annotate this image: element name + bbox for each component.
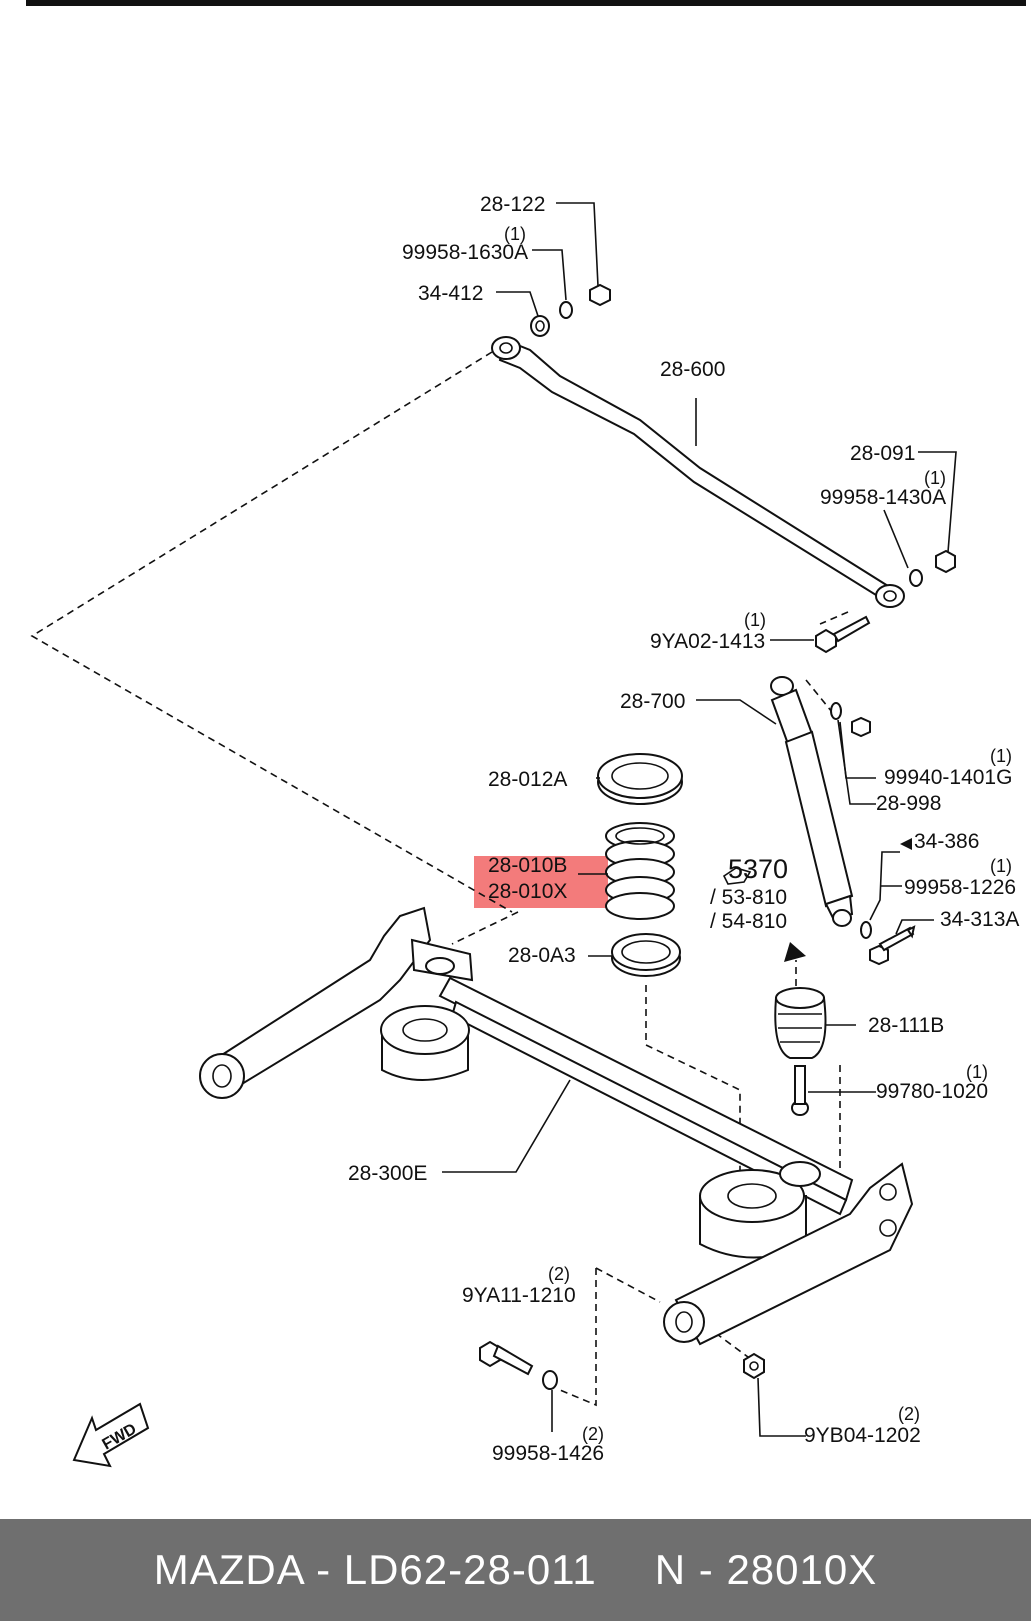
qty-9YA11-1210: (2) — [548, 1264, 570, 1284]
label-28-300E: 28-300E — [348, 1162, 427, 1185]
label-28-998: 28-998 — [876, 792, 941, 815]
qty-9YA02-1413: (1) — [744, 610, 766, 630]
label-28-010B: 28-010B — [488, 854, 567, 877]
label-99940-1401G: 99940-1401G — [884, 766, 1012, 789]
label-99958-1430A: 99958-1430A — [820, 486, 946, 509]
label-28-0A3: 28-0A3 — [508, 944, 576, 967]
label-53-810: / 53-810 — [710, 886, 787, 909]
label-99958-1630A: 99958-1630A — [402, 241, 528, 264]
oem-part-number: N - 28010X — [654, 1546, 878, 1593]
label-28-122: 28-122 — [480, 193, 545, 216]
brand-part-number: MAZDA - LD62-28-011 — [153, 1546, 597, 1593]
label-28-010X: 28-010X — [488, 880, 567, 903]
qty-99958-1630A: (1) — [504, 224, 526, 244]
label-99958-1426: 99958-1426 — [492, 1442, 604, 1465]
axle-beam — [199, 906, 914, 1346]
label-34-313A: 34-313A — [940, 908, 1019, 931]
qty-99958-1430A: (1) — [924, 468, 946, 488]
label-5370: 5370 — [728, 854, 788, 884]
label-99958-1226: 99958-1226 — [904, 876, 1016, 899]
fwd-arrow-icon: FWD — [72, 1402, 150, 1468]
qty-99940-1401G: (1) — [990, 746, 1012, 766]
label-54-810: / 54-810 — [710, 910, 787, 933]
label-9YA11-1210: 9YA11-1210 — [462, 1284, 576, 1307]
leader-lines — [442, 202, 957, 1437]
label-28-091: 28-091 — [850, 442, 915, 465]
label-9YA02-1413: 9YA02-1413 — [650, 630, 765, 653]
label-28-600: 28-600 — [660, 358, 725, 381]
label-34-412: 34-412 — [418, 282, 483, 305]
highlight-box — [474, 856, 608, 908]
shock-absorber — [770, 676, 916, 966]
qty-99958-1426: (2) — [582, 1424, 604, 1444]
label-34-386: 34-386 — [914, 830, 979, 853]
rear-suspension-diagram: 28-122 (1) 99958-1630A 34-412 28-600 28-… — [26, 0, 1026, 1468]
qty-99780-1020: (1) — [966, 1062, 988, 1082]
top-border — [26, 0, 1026, 6]
qty-99958-1226: (1) — [990, 856, 1012, 876]
label-99780-1020: 99780-1020 — [876, 1080, 988, 1103]
lower-hardware — [479, 1340, 765, 1390]
label-28-700: 28-700 — [620, 690, 685, 713]
bump-stop — [774, 987, 827, 1116]
spring-assembly — [597, 753, 683, 977]
part-number-footer: MAZDA - LD62-28-011 N - 28010X — [0, 1519, 1031, 1621]
callout-labels: 28-122 (1) 99958-1630A 34-412 28-600 28-… — [348, 193, 1019, 1465]
qty-9YB04-1202: (2) — [898, 1404, 920, 1424]
label-28-111B: 28-111B — [868, 1014, 944, 1037]
top-hardware — [530, 283, 956, 654]
arrows — [722, 838, 912, 962]
lateral-rod — [491, 336, 905, 608]
label-28-012A: 28-012A — [488, 768, 567, 791]
label-9YB04-1202: 9YB04-1202 — [804, 1424, 921, 1447]
